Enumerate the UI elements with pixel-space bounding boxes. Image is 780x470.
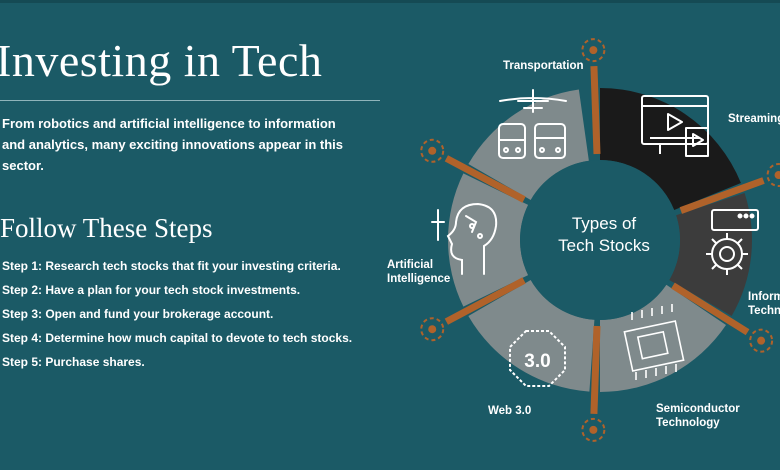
- wheel-center: [520, 160, 680, 320]
- page-title: Investing in Tech: [0, 35, 323, 86]
- wheel-spoke: [679, 177, 765, 214]
- category-label: Information Technology: [748, 290, 780, 318]
- steps-heading: Follow These Steps: [0, 213, 213, 243]
- steps-list: Step 1: Research tech stocks that fit yo…: [2, 254, 352, 374]
- category-label: Web 3.0: [488, 404, 531, 418]
- spoke-target-ring: [420, 317, 445, 342]
- step-item: Step 4: Determine how much capital to de…: [2, 331, 353, 345]
- category-semiconductor: Semiconductor: [656, 403, 740, 415]
- category-transportation: Transportation: [503, 60, 584, 72]
- step-item: Step 3: Open and fund your brokerage acc…: [2, 307, 274, 321]
- wheel-spoke: [444, 155, 526, 203]
- spoke-target-dot: [428, 146, 437, 155]
- artificial-intelligence-icon: [431, 202, 498, 275]
- information-technology-icon: [706, 209, 759, 275]
- spoke-target-dot: [428, 325, 437, 334]
- streaming-icon: [641, 95, 709, 157]
- segment-artificial-intelligence: [448, 173, 529, 307]
- spoke-target-dot: [774, 171, 780, 180]
- spoke-target-dot: [589, 46, 598, 55]
- step-item: Step 1: Research tech stocks that fit yo…: [2, 259, 341, 273]
- step-item: Step 2: Have a plan for your tech stock …: [2, 283, 301, 297]
- wheel-spoke: [444, 277, 526, 325]
- title-divider: [0, 100, 380, 101]
- wheel-center-line2: Tech Stocks: [558, 236, 650, 255]
- step-item: Step 5: Purchase shares.: [2, 355, 145, 369]
- intro-paragraph: From robotics and artificial intelligenc…: [2, 116, 343, 173]
- semiconductor-icon: [623, 304, 685, 380]
- category-label: Streaming: [728, 112, 780, 126]
- spoke-target-dot: [589, 425, 598, 434]
- category-streaming: Streaming: [728, 113, 780, 125]
- top-border: [0, 0, 780, 3]
- category-label: Artificial Intelligence: [387, 258, 450, 286]
- web3-badge: 3.0: [524, 351, 550, 372]
- segment-web3: [468, 280, 595, 392]
- segment-transportation: [468, 89, 589, 200]
- web3-icon: 3.0: [509, 330, 566, 387]
- category-artificial-intelligence-line2: Intelligence: [387, 273, 451, 285]
- spoke-target-ring: [581, 38, 606, 63]
- wheel-spoke: [590, 325, 601, 415]
- category-label: Transportation: [503, 59, 584, 73]
- category-information-technology-line2: Technology: [748, 305, 780, 317]
- spoke-target-ring: [749, 328, 774, 353]
- wheel-center-line1: Types of: [572, 214, 637, 233]
- spoke-target-ring: [766, 163, 780, 188]
- category-label: Semiconductor Technology: [656, 402, 740, 430]
- transportation-icon: [498, 89, 567, 159]
- wheel-spokes: [420, 38, 780, 442]
- spoke-target-ring: [420, 138, 445, 163]
- category-artificial-intelligence: Artificial: [387, 259, 434, 271]
- wheel-spoke: [590, 65, 601, 155]
- spoke-target-ring: [581, 417, 606, 442]
- category-web3: Web 3.0: [488, 405, 532, 417]
- segment-streaming: [600, 88, 741, 211]
- spoke-target-dot: [757, 336, 766, 345]
- category-information-technology: Information: [748, 291, 780, 303]
- category-semiconductor-line2: Technology: [656, 417, 720, 429]
- wheel-spoke: [671, 282, 750, 336]
